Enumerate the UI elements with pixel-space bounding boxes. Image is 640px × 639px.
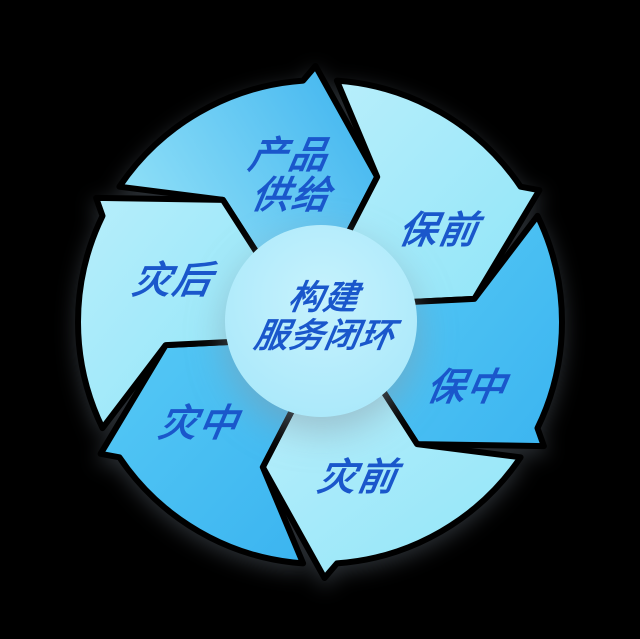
- segment-pre-insurance-label: 保前: [395, 208, 487, 253]
- segment-in-disaster-label: 灾中: [155, 401, 245, 446]
- center-label-line2: 服务闭环: [250, 316, 403, 356]
- center-hub: 构建 服务闭环: [225, 225, 417, 417]
- segment-post-disaster-label: 灾后: [129, 258, 220, 303]
- center-label-line1: 构建: [285, 278, 366, 318]
- segment-product-supply-label-line2: 供给: [248, 173, 339, 218]
- segment-product-supply-label-line1: 产品: [245, 133, 333, 178]
- segment-pre-disaster-label: 灾前: [314, 455, 406, 500]
- ring-segments: [75, 63, 565, 581]
- center-circle: [225, 225, 417, 417]
- segment-in-insurance-label: 保中: [423, 365, 513, 410]
- segment-labels: 产品 供给 保前 保中 灾前 灾中 灾后: [129, 133, 513, 500]
